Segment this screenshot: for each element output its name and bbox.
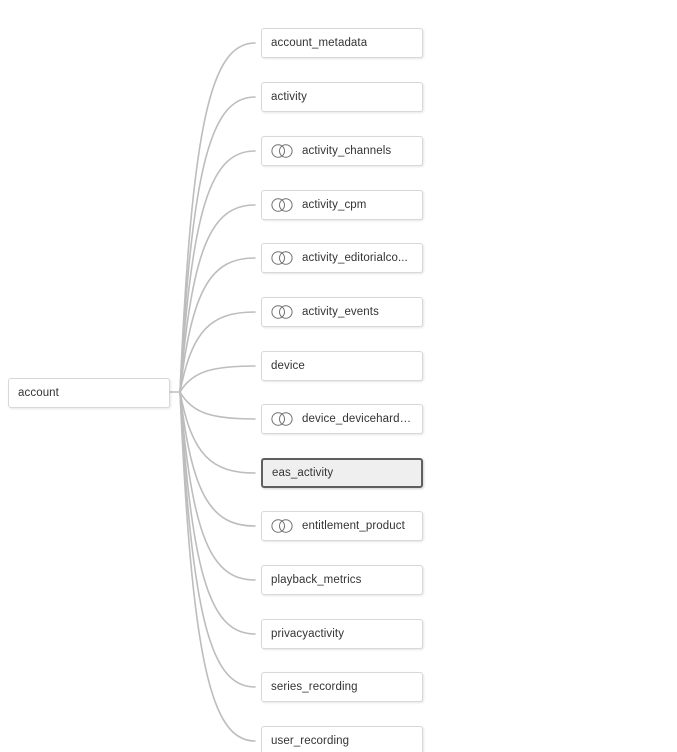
graph-edge (179, 257, 256, 393)
venn-icon (271, 143, 293, 159)
graph-node-label: activity_channels (302, 145, 392, 157)
graph-edge (179, 391, 256, 688)
graph-edge (179, 391, 256, 474)
graph-node-child[interactable]: privacyactivity (261, 619, 423, 649)
graph-node-root[interactable]: account (8, 378, 170, 408)
graph-edge (179, 391, 256, 635)
venn-icon (271, 518, 293, 534)
graph-edge (179, 42, 256, 393)
graph-node-label: series_recording (271, 681, 358, 693)
graph-node-label: eas_activity (272, 467, 334, 479)
graph-edge (179, 150, 256, 393)
graph-node-child[interactable]: activity_channels (261, 136, 423, 166)
graph-node-child[interactable]: activity_cpm (261, 190, 423, 220)
graph-edge (179, 391, 256, 527)
graph-node-label: account_metadata (271, 37, 368, 49)
graph-node-child[interactable]: playback_metrics (261, 565, 423, 595)
graph-edge (179, 204, 256, 393)
graph-node-label: activity_editorialco... (302, 252, 408, 264)
graph-node-label: user_recording (271, 735, 350, 747)
graph-node-label: privacyactivity (271, 628, 345, 640)
graph-node-label: device_devicehardw... (302, 413, 413, 425)
graph-edge (179, 391, 256, 420)
graph-node-child[interactable]: activity_events (261, 297, 423, 327)
graph-node-child[interactable]: device_devicehardw... (261, 404, 423, 434)
venn-icon (271, 304, 293, 320)
graph-node-child[interactable]: series_recording (261, 672, 423, 702)
graph-node-child[interactable]: entitlement_product (261, 511, 423, 541)
graph-node-child[interactable]: device (261, 351, 423, 381)
graph-node-label: activity (271, 91, 307, 103)
graph-node-label: account (18, 387, 59, 399)
graph-edge (179, 311, 256, 393)
graph-node-child[interactable]: activity (261, 82, 423, 112)
venn-icon (271, 411, 293, 427)
graph-edge (179, 391, 256, 742)
venn-icon (271, 250, 293, 266)
graph-edge (179, 96, 256, 393)
graph-node-child[interactable]: activity_editorialco... (261, 243, 423, 273)
venn-icon (271, 197, 293, 213)
graph-node-label: activity_events (302, 306, 379, 318)
graph-node-selected[interactable]: eas_activity (261, 458, 423, 488)
graph-node-label: playback_metrics (271, 574, 362, 586)
graph-node-label: activity_cpm (302, 199, 367, 211)
graph-node-label: entitlement_product (302, 520, 405, 532)
graph-edge (179, 391, 256, 581)
graph-node-child[interactable]: account_metadata (261, 28, 423, 58)
graph-edge (179, 365, 256, 393)
graph-node-label: device (271, 360, 305, 372)
graph-node-child[interactable]: user_recording (261, 726, 423, 752)
